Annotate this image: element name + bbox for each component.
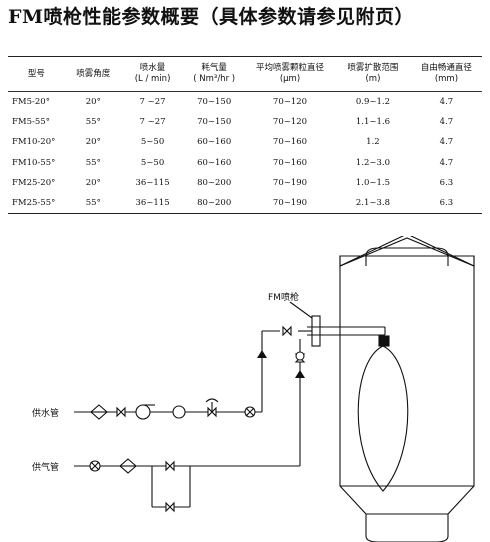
cell-free-passage: 4.7 <box>439 137 454 148</box>
cell-free-passage: 4.7 <box>439 97 454 108</box>
fm-gun-label: FM喷枪 <box>268 291 299 303</box>
cell-air-consumption: 80~200 <box>197 177 232 188</box>
vessel <box>339 236 475 542</box>
cell-free-passage: 4.7 <box>439 117 454 128</box>
cell-spray-range: 2.1~3.8 <box>335 192 411 215</box>
cell-water-flow: 36~115 <box>135 177 170 188</box>
cell-model: FM10-55° <box>12 157 56 168</box>
table-row: FM25-20° 20° 36~115 80~200 70~190 1.0~1.5 6.3 <box>8 173 482 193</box>
cell-water-flow: 7 ~27 <box>139 97 166 108</box>
cell-free-passage: 6.3 <box>410 192 482 215</box>
table-row: FM10-55° 55° 5~50 60~160 70~160 1.2~3.0 4.7 <box>8 153 482 173</box>
header-spray-range: 喷雾扩散范围(m) <box>335 56 411 92</box>
water-supply-label: 供水管 <box>32 407 59 419</box>
cell-droplet-size: 70~190 <box>272 177 308 188</box>
pump-and-gauges <box>89 351 305 472</box>
header-droplet-size: 平均喷雾颗粒直径(μm) <box>244 56 336 92</box>
spec-table: 型号 喷雾角度 喷水量(L / min) 耗气量( Nm³/hr ) 平均喷雾颗… <box>8 56 482 215</box>
cell-water-flow: 7 ~27 <box>139 117 166 128</box>
cell-air-consumption: 60~160 <box>197 137 232 148</box>
cell-droplet-size: 70~160 <box>272 157 308 168</box>
cell-water-flow: 5~50 <box>140 157 165 168</box>
cell-free-passage: 4.7 <box>439 157 454 168</box>
air-supply-label: 供气管 <box>32 461 59 473</box>
cell-air-consumption: 70~150 <box>197 97 232 108</box>
cell-spray-range: 1.2 <box>366 137 380 148</box>
cell-spray-range: 1.2~3.0 <box>355 157 391 168</box>
table-header-row: 型号 喷雾角度 喷水量(L / min) 耗气量( Nm³/hr ) 平均喷雾颗… <box>8 56 482 92</box>
fm-spray-gun <box>289 301 386 347</box>
cell-droplet-size: 70~120 <box>272 117 308 128</box>
cell-spray-angle: 20° <box>85 97 101 108</box>
table-row: FM5-55° 55° 7 ~27 70~150 70~120 1.1~1.6 4.7 <box>8 112 482 132</box>
regulator <box>205 398 219 418</box>
header-water-flow: 喷水量(L / min) <box>121 56 184 92</box>
cell-spray-angle: 55° <box>85 117 101 128</box>
cell-spray-range: 0.9~1.2 <box>355 97 391 108</box>
cell-model: FM10-20° <box>12 137 56 148</box>
cell-model: FM25-55° <box>8 192 65 215</box>
table-row: FM5-20° 20° 7 ~27 70~150 70~120 0.9~1.2 4.7 <box>8 92 482 113</box>
cell-water-flow: 36~115 <box>121 192 184 215</box>
page-title: FM喷枪性能参数概要（具体参数请参见附页） <box>8 6 415 28</box>
cell-air-consumption: 60~160 <box>197 157 232 168</box>
cell-spray-angle: 55° <box>85 157 101 168</box>
cell-spray-angle: 20° <box>85 177 101 188</box>
cell-water-flow: 5~50 <box>140 137 165 148</box>
header-spray-angle: 喷雾角度 <box>64 56 122 92</box>
water-pipe <box>74 330 301 413</box>
filters <box>90 404 137 474</box>
cell-model: FM5-20° <box>12 97 50 108</box>
cell-spray-angle: 55° <box>64 192 122 215</box>
flow-arrows <box>257 350 305 378</box>
cell-spray-range: 1.1~1.6 <box>355 117 391 128</box>
header-free-passage: 自由畅通直径(mm) <box>410 56 482 92</box>
cell-air-consumption: 70~150 <box>197 117 232 128</box>
header-air-consumption: 耗气量( Nm³/hr ) <box>183 56 245 92</box>
cell-droplet-size: 70~190 <box>244 192 336 215</box>
cell-air-consumption: 80~200 <box>183 192 245 215</box>
cell-spray-angle: 20° <box>85 137 101 148</box>
cell-free-passage: 6.3 <box>439 177 454 188</box>
table-row: FM10-20° 20° 5~50 60~160 70~160 1.2 4.7 <box>8 132 482 152</box>
cell-droplet-size: 70~160 <box>272 137 308 148</box>
air-pipe <box>74 364 301 508</box>
cell-model: FM25-20° <box>12 177 56 188</box>
installation-diagram: FM喷枪 供水管 供气管 <box>32 236 475 542</box>
cell-model: FM5-55° <box>12 117 50 128</box>
cell-droplet-size: 70~120 <box>272 97 308 108</box>
cell-spray-range: 1.0~1.5 <box>355 177 391 188</box>
header-model: 型号 <box>8 56 65 92</box>
spray-nozzle <box>357 335 409 492</box>
